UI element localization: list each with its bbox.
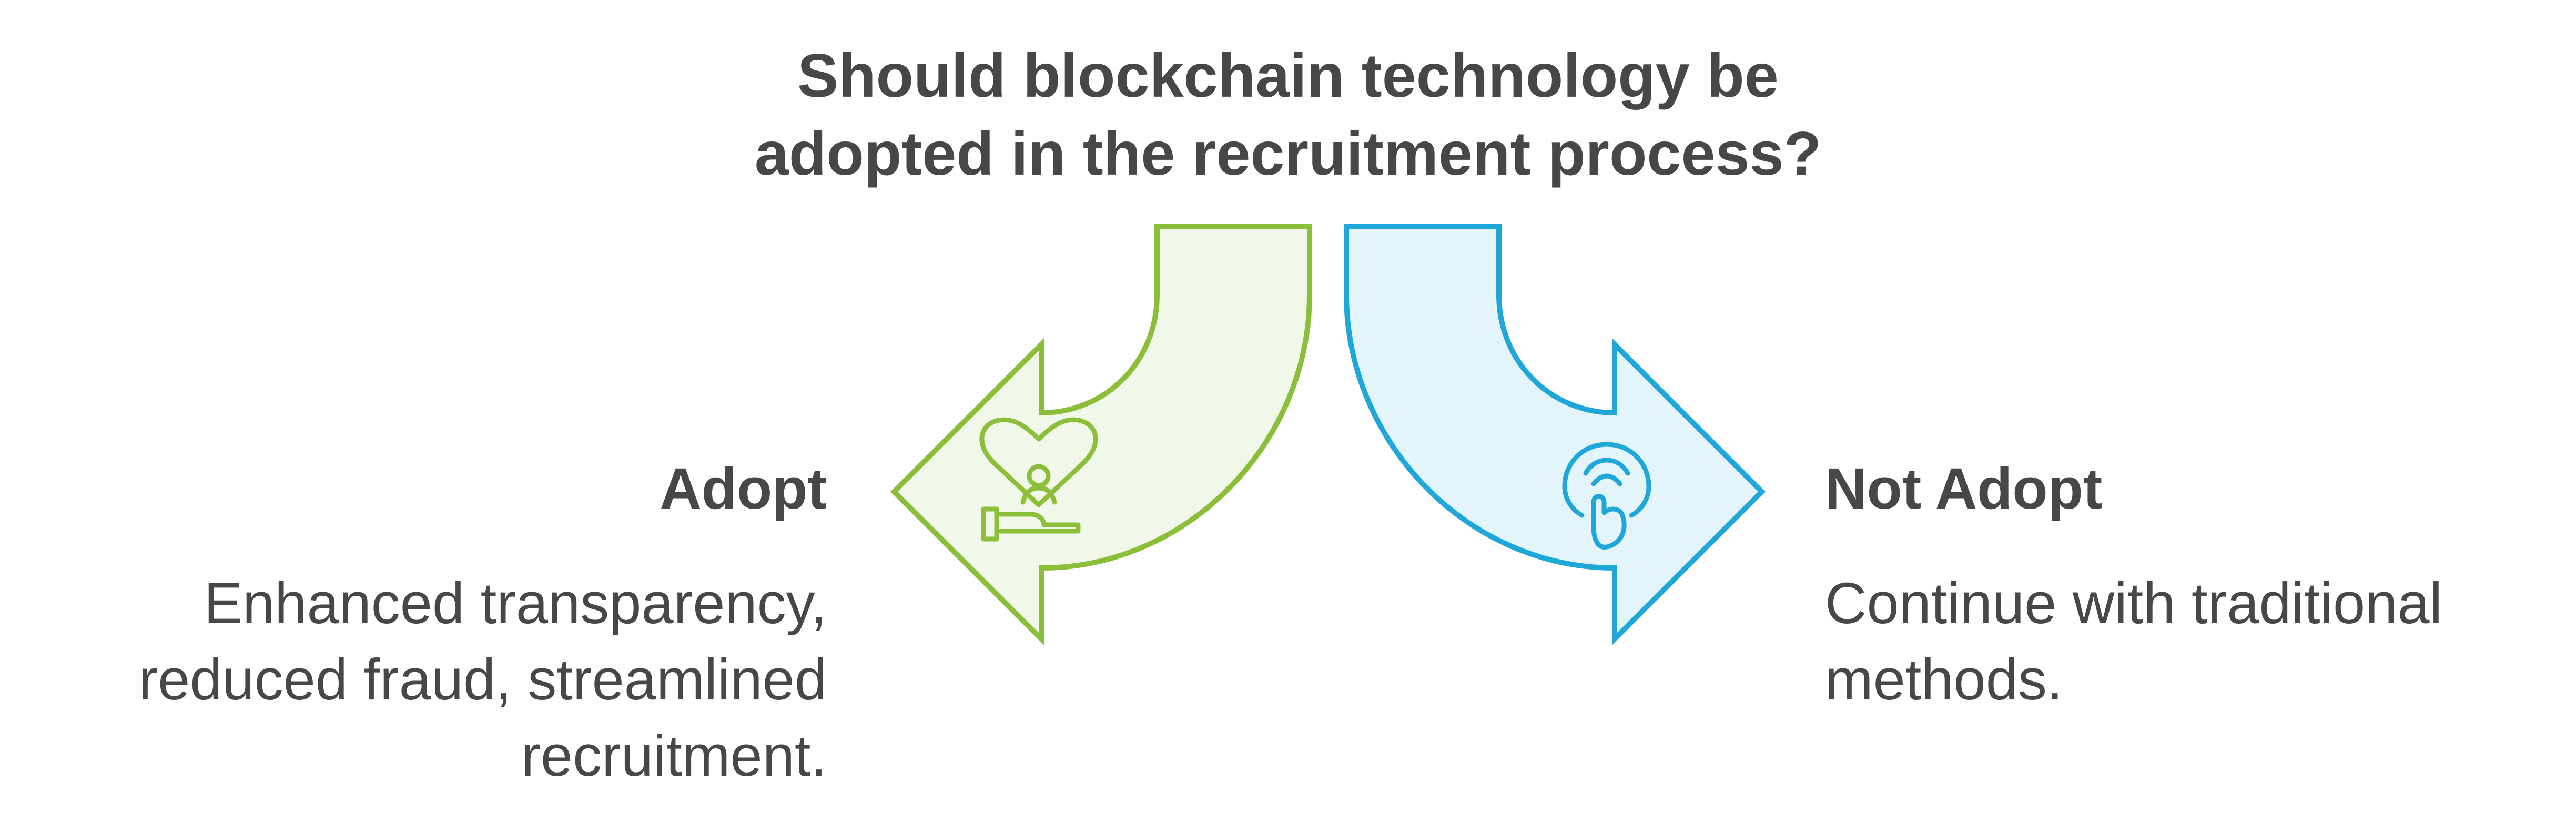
adopt-desc-line-3: recruitment. <box>521 724 827 788</box>
not-adopt-desc-line-1: Continue with traditional <box>1825 571 2443 636</box>
adopt-desc-line-1: Enhanced transparency, <box>204 571 827 636</box>
adopt-heading: Adopt <box>660 456 827 521</box>
title-line-2: adopted in the recruitment process? <box>754 119 1822 188</box>
not-adopt-desc-line-2: methods. <box>1825 647 2063 712</box>
adopt-desc-line-2: reduced fraud, streamlined <box>138 647 827 712</box>
title-line-1: Should blockchain technology be <box>797 41 1779 110</box>
not-adopt-heading: Not Adopt <box>1825 456 2103 521</box>
heart-hand-person-icon <box>979 417 1098 542</box>
adopt-arrow <box>890 224 1312 646</box>
not-adopt-arrow <box>1344 224 1766 646</box>
fingerprint-hand-icon <box>1562 442 1651 550</box>
adopt-description: Enhanced transparency, reduced fraud, st… <box>38 565 827 794</box>
diagram-title: Should blockchain technology be adopted … <box>552 37 2024 192</box>
not-adopt-description: Continue with traditional methods. <box>1825 565 2561 718</box>
